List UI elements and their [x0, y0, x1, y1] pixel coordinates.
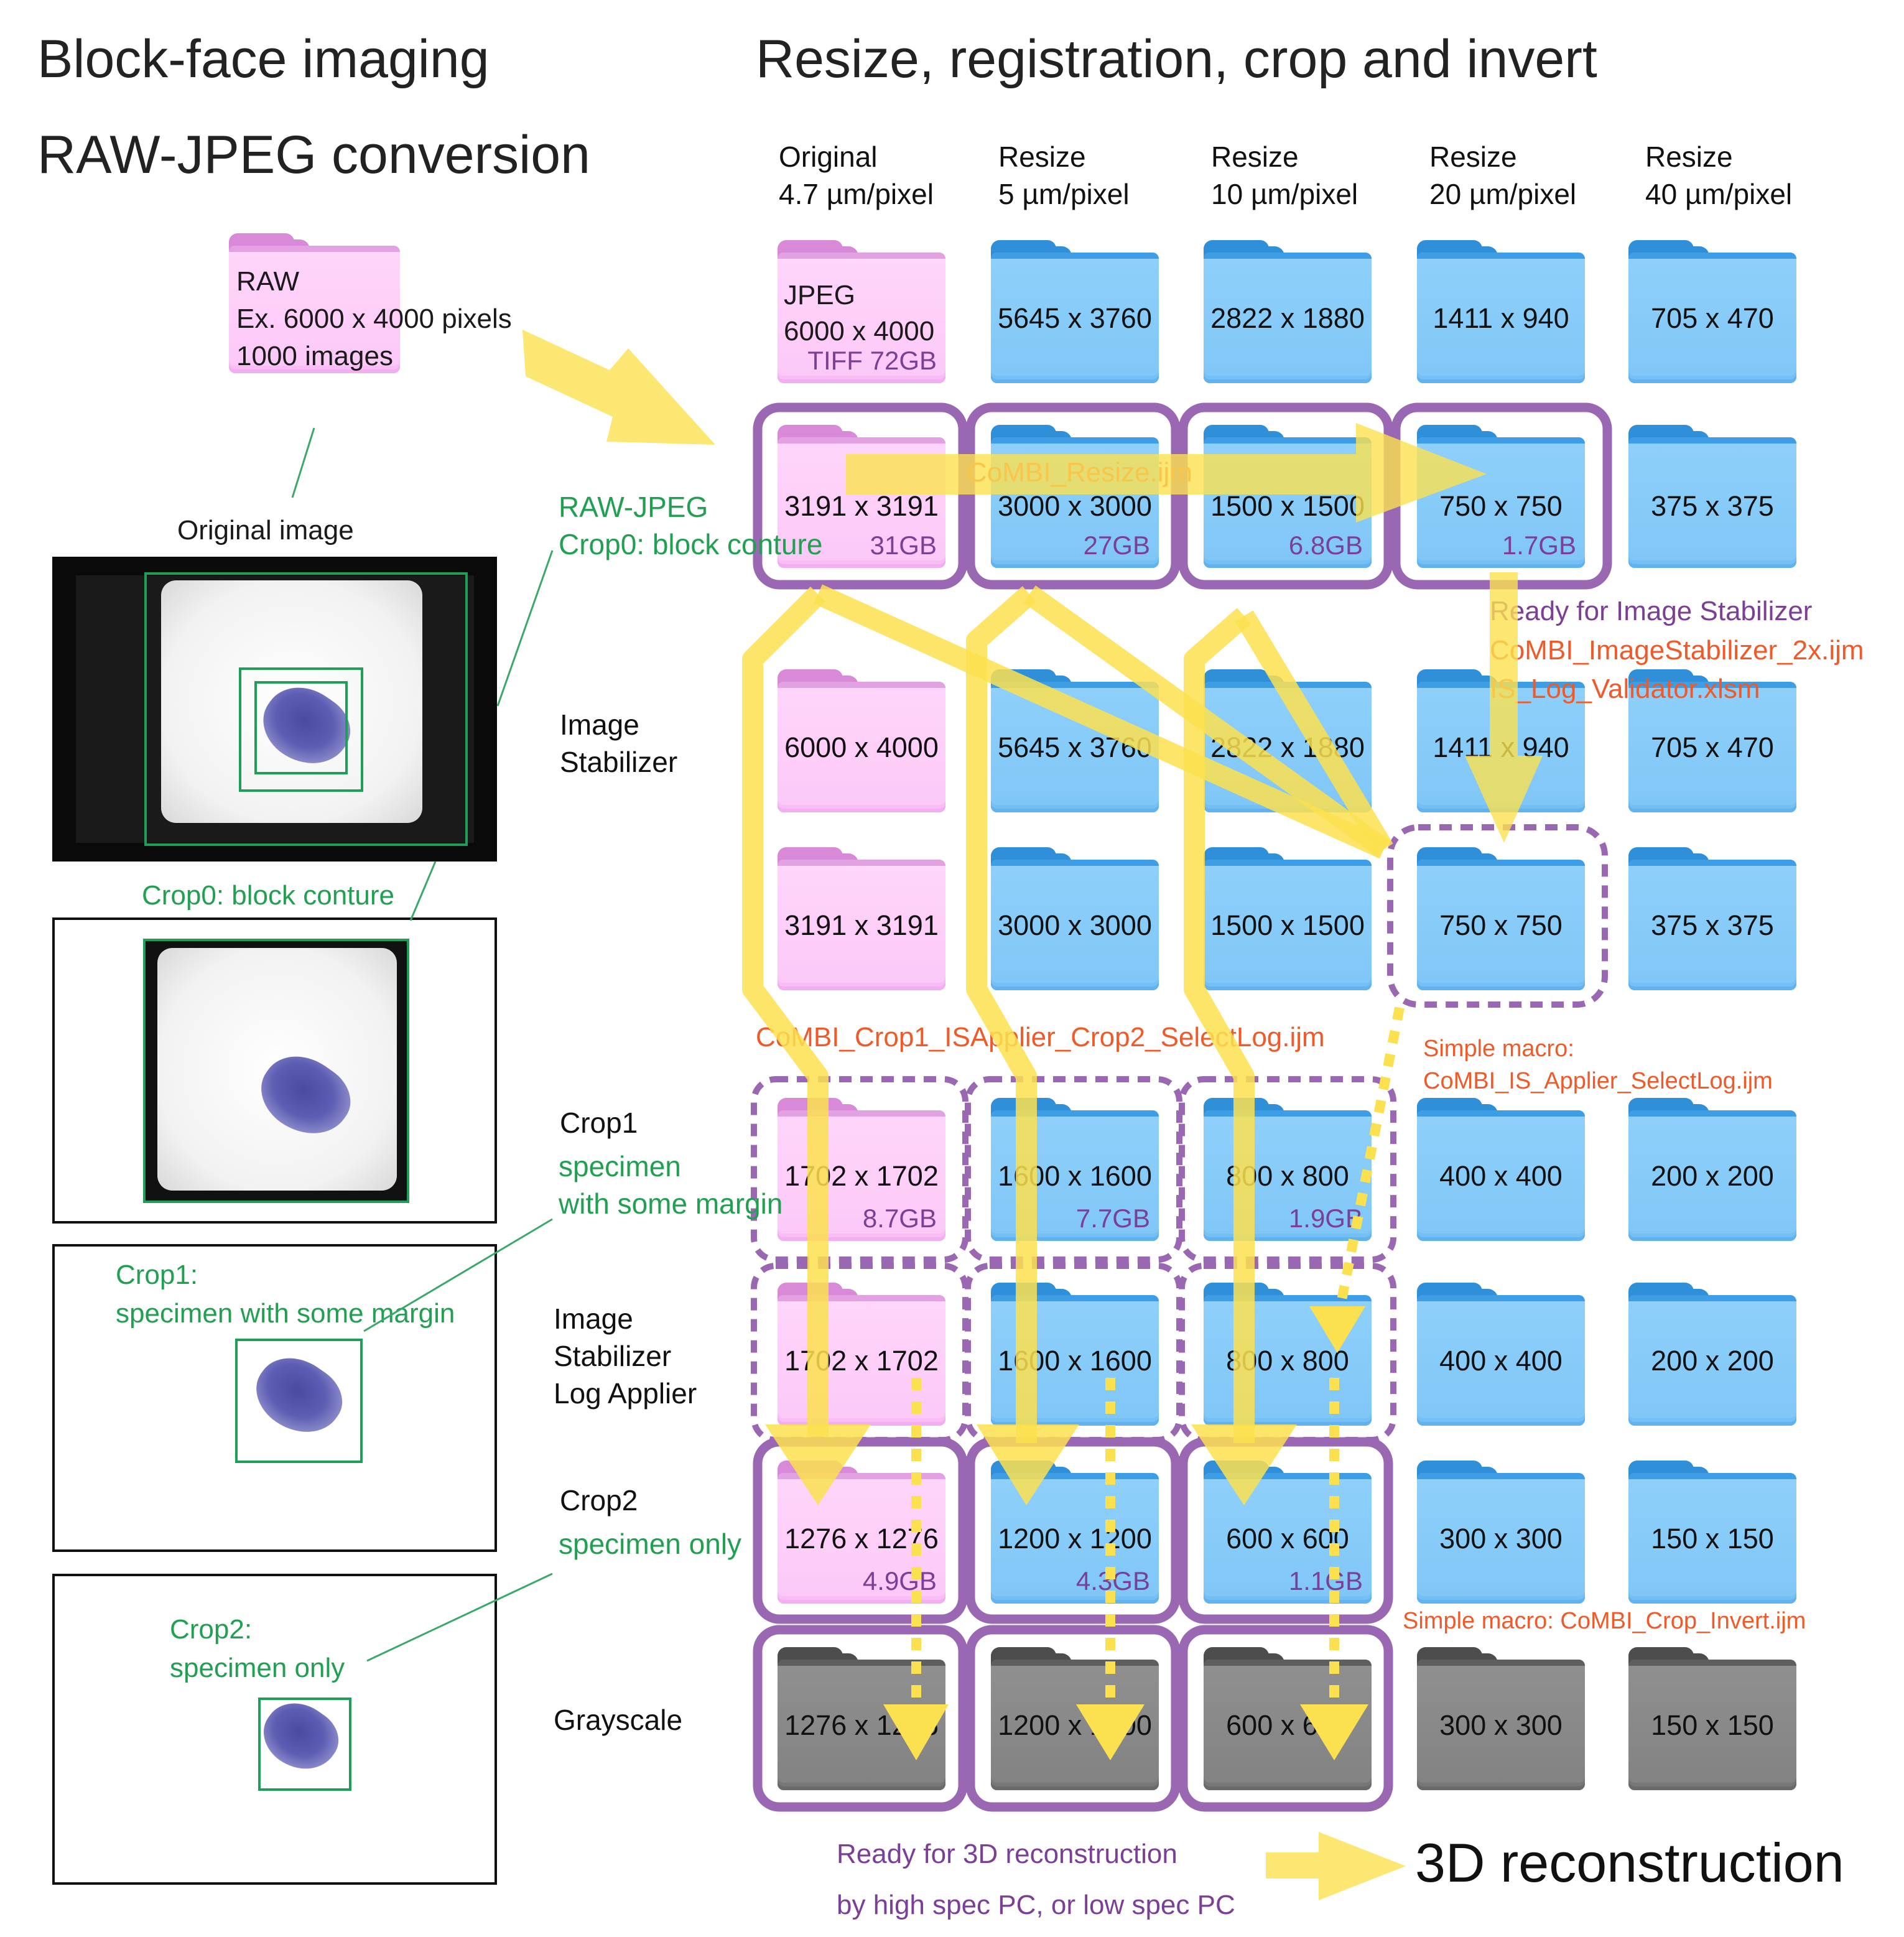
folder-r3-c3: 2822 x 1880: [1204, 669, 1372, 812]
macro-is-log-validator: IS_Log_Validator.xlsm: [1490, 674, 1760, 704]
folder-r1-c3: 2822 x 1880: [1204, 240, 1372, 383]
folder-r7-c5: 150 x 150: [1628, 1461, 1796, 1604]
folder-r3-c1: 6000 x 4000: [778, 669, 945, 812]
title-block-face: Block-face imaging: [37, 29, 490, 89]
raw-label: RAW: [236, 266, 300, 297]
original-image-photo: [52, 557, 497, 862]
folder-r8-c1: 1276 x 1276: [778, 1647, 945, 1790]
macro-crop1-isapplier: CoMBI_Crop1_ISApplier_Crop2_SelectLog.ij…: [756, 1022, 1325, 1052]
jpeg-size: TIFF 72GB: [807, 346, 937, 375]
row-label-grayscale: Grayscale: [554, 1704, 683, 1736]
frame-r8-c1: [753, 1625, 968, 1812]
folder-r4-c1: 3191 x 3191: [778, 847, 945, 990]
folder-r8-c2: 1200 x 1200: [991, 1647, 1159, 1790]
row-label-crop2-desc: specimen only: [559, 1528, 742, 1560]
folder-r3-c5: 705 x 470: [1628, 669, 1796, 812]
folder-r2-c5: 375 x 375: [1628, 425, 1796, 568]
folder-r4-c4: 750 x 750: [1417, 847, 1585, 990]
raw-folder-icon: RAW Ex. 6000 x 4000 pixels 1000 images: [229, 233, 512, 373]
title-resize: Resize, registration, crop and invert: [756, 29, 1597, 89]
folder-r1-c5: 705 x 470: [1628, 240, 1796, 383]
raw-pixels: Ex. 6000 x 4000 pixels: [236, 304, 512, 334]
title-raw-jpeg: RAW-JPEG conversion: [37, 125, 590, 185]
folder-r6-c2: 1600 x 1600: [991, 1283, 1159, 1426]
folder-r6-c5: 200 x 200: [1628, 1283, 1796, 1426]
crop0-frame: [52, 917, 497, 1224]
frame-r5-c3-dashed: [1179, 1076, 1396, 1263]
frame-r8-c3: [1178, 1625, 1393, 1812]
folder-r6-c3: 800 x 800: [1204, 1283, 1372, 1426]
row-label-crop1: Crop1: [560, 1107, 638, 1139]
folder-r7-c4: 300 x 300: [1417, 1461, 1585, 1604]
label-original-image: Original image: [177, 515, 354, 546]
crop1-frame: Crop1: specimen with some margin: [52, 1244, 497, 1552]
frame-r4-c4-dashed: [1387, 824, 1608, 1008]
folder-r4-c2: 3000 x 3000: [991, 847, 1159, 990]
macro-simple-is-applier: Simple macro:CoMBI_IS_Applier_SelectLog.…: [1423, 1036, 1773, 1094]
folder-r1-c2: 5645 x 3760: [991, 240, 1159, 383]
label-crop1: Crop1:: [116, 1260, 198, 1290]
label-crop2: Crop2:: [170, 1614, 253, 1645]
macro-simple-crop-invert: Simple macro: CoMBI_Crop_Invert.ijm: [1403, 1608, 1806, 1634]
crop2-frame: Crop2: specimen only: [52, 1574, 497, 1885]
folder-r8-c3: 600 x 600: [1204, 1647, 1372, 1790]
folder-r3-c2: 5645 x 3760: [991, 669, 1159, 812]
folder-r1-c4: 1411 x 940: [1417, 240, 1585, 383]
folder-r8-c5: 150 x 150: [1628, 1647, 1796, 1790]
macro-resize: CoMBI_Resize.ijm: [967, 457, 1192, 488]
folder-r8-c4: 300 x 300: [1417, 1647, 1585, 1790]
frame-r8-c2: [965, 1625, 1181, 1812]
label-ready-image-stabilizer: Ready for Image Stabilizer: [1490, 596, 1813, 626]
label-3d-reconstruction: 3D reconstruction: [1415, 1832, 1844, 1893]
label-crop0: Crop0: block conture: [142, 880, 394, 911]
folder-r6-c4: 400 x 400: [1417, 1283, 1585, 1426]
folder-r6-c1: 1702 x 1702: [778, 1283, 945, 1426]
folder-r5-c4: 400 x 400: [1417, 1098, 1585, 1241]
folder-r5-c5: 200 x 200: [1628, 1098, 1796, 1241]
folder-r4-c3: 1500 x 1500: [1204, 847, 1372, 990]
label-crop1-desc: specimen with some margin: [116, 1298, 455, 1329]
row-label-crop2: Crop2: [560, 1484, 638, 1517]
folder-r4-c5: 375 x 375: [1628, 847, 1796, 990]
raw-count: 1000 images: [236, 341, 393, 371]
macro-image-stabilizer-2x: CoMBI_ImageStabilizer_2x.ijm: [1490, 635, 1864, 666]
label-crop2-desc: specimen only: [170, 1653, 345, 1683]
